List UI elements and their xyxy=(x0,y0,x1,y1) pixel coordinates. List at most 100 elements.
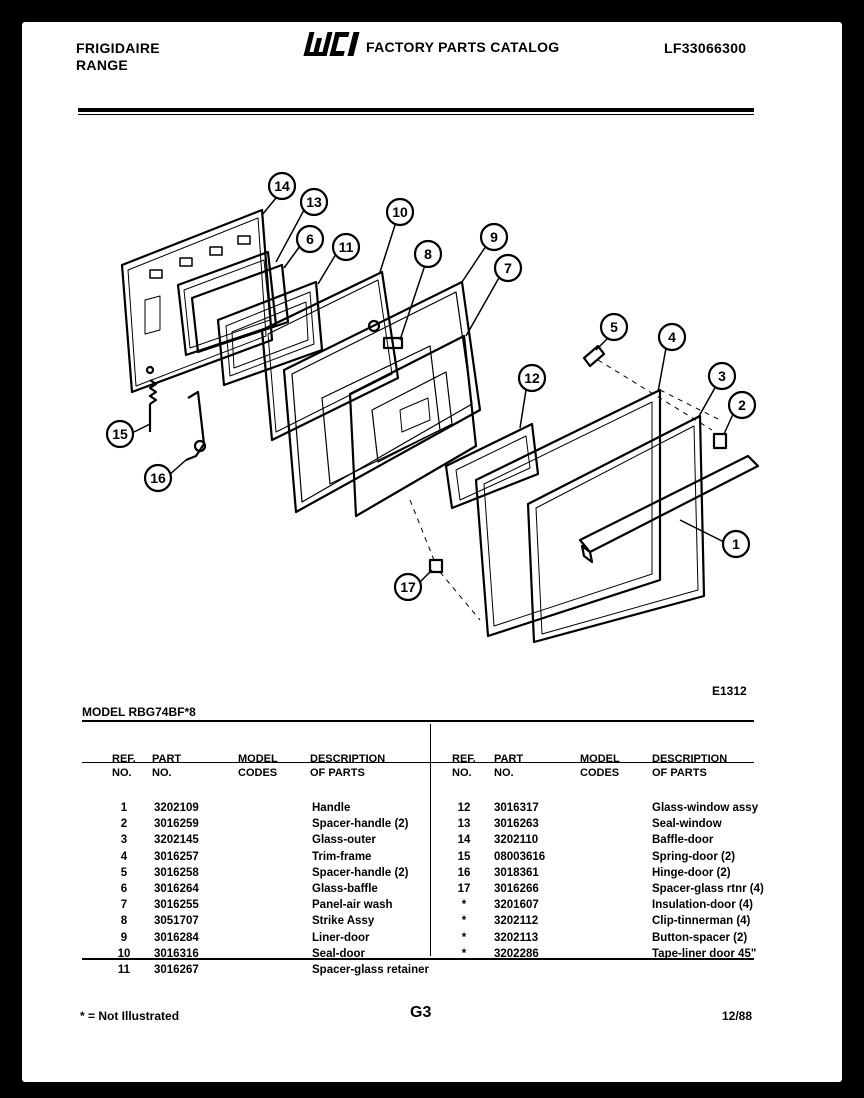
brand-name: FRIGIDAIRE xyxy=(76,40,160,56)
parts-desc-cell: Glass-baffle xyxy=(312,883,378,895)
callout-4: 4 xyxy=(657,322,687,352)
parts-ref-cell: * xyxy=(461,915,467,928)
col-header-model: MODEL CODES xyxy=(238,753,278,779)
parts-row: 16 3018361 Hinge-door (2) xyxy=(448,865,778,881)
parts-desc-cell: Spacer-glass retainer xyxy=(312,964,429,976)
parts-ref-cell: 4 xyxy=(120,850,128,863)
figure-id: E1312 xyxy=(712,684,747,698)
header-rule-thin xyxy=(78,114,754,115)
catalog-number: LF33066300 xyxy=(664,40,747,56)
parts-desc-cell: Handle xyxy=(312,802,351,814)
svg-text:11: 11 xyxy=(339,239,354,255)
header-rule xyxy=(78,108,754,112)
svg-text:7: 7 xyxy=(504,260,512,276)
parts-ref-cell: 9 xyxy=(120,931,128,944)
date-code: 12/88 xyxy=(722,1009,753,1023)
page-code: G3 xyxy=(410,1004,432,1021)
parts-desc-cell: Spacer-handle (2) xyxy=(312,818,409,831)
parts-ref-cell: 12 xyxy=(457,802,471,814)
parts-ref-cell: 17 xyxy=(457,883,471,895)
parts-part-cell: 3016263 xyxy=(494,818,539,831)
parts-part-cell: 3018361 xyxy=(494,866,539,879)
svg-text:6: 6 xyxy=(306,231,314,247)
parts-desc-cell: Panel-air wash xyxy=(312,899,393,912)
parts-part-cell: 3201607 xyxy=(494,899,539,912)
parts-part-cell: 3016284 xyxy=(154,931,199,944)
part-panel-air-wash xyxy=(348,334,478,518)
parts-part-cell: 3016267 xyxy=(154,964,199,976)
model-line: MODEL RBG74BF*8 xyxy=(82,705,196,719)
table-column-divider xyxy=(430,724,431,956)
callout-12: 12 xyxy=(517,363,547,393)
svg-text:13: 13 xyxy=(306,194,322,210)
col-header-part-right: PART NO. xyxy=(494,753,524,779)
parts-desc-cell: Baffle-door xyxy=(652,834,714,847)
parts-part-cell: 3202113 xyxy=(494,931,539,944)
parts-desc-cell: Spacer-handle (2) xyxy=(312,866,409,879)
parts-desc-cell: Glass-window assy xyxy=(652,802,759,814)
part-handle xyxy=(578,454,760,554)
parts-ref-cell: 15 xyxy=(457,850,471,863)
parts-part-cell: 3016266 xyxy=(494,883,539,895)
exploded-door-diagram: 14 13 6 11 10 8 9 7 5 4 3 2 12 1 15 16 1… xyxy=(105,171,760,644)
parts-row: * 3202113 Button-spacer (2) xyxy=(448,930,778,946)
callout-1: 1 xyxy=(721,529,751,559)
parts-desc-cell: Seal-door xyxy=(312,947,366,960)
parts-desc-cell: Strike Assy xyxy=(312,915,375,928)
parts-desc-cell: Button-spacer (2) xyxy=(652,931,748,944)
callout-6: 6 xyxy=(295,224,325,254)
parts-desc-cell: Insulation-door (4) xyxy=(652,899,753,912)
parts-desc-cell: Liner-door xyxy=(312,931,370,944)
parts-ref-cell: * xyxy=(461,931,467,944)
footnote: * = Not Illustrated xyxy=(80,1009,180,1023)
parts-part-cell: 3016259 xyxy=(154,818,199,831)
parts-ref-cell: 10 xyxy=(117,947,131,960)
callout-3: 3 xyxy=(707,361,737,391)
svg-text:10: 10 xyxy=(392,204,408,220)
svg-text:16: 16 xyxy=(150,470,166,486)
parts-desc-cell: Glass-outer xyxy=(312,834,376,847)
col-header-ref-right: REF. NO. xyxy=(452,753,476,779)
parts-part-cell: 3016257 xyxy=(154,850,199,863)
parts-row: 4 3016257 Trim-frame xyxy=(108,849,438,865)
parts-desc-cell: Seal-window xyxy=(652,818,722,831)
wci-logo xyxy=(303,32,360,56)
parts-ref-cell: 6 xyxy=(120,883,128,895)
svg-text:2: 2 xyxy=(738,397,746,413)
col-header-part: PART NO. xyxy=(152,753,182,779)
parts-ref-cell: 5 xyxy=(120,866,128,879)
parts-desc-cell: Spring-door (2) xyxy=(652,850,736,863)
parts-part-cell: 3016255 xyxy=(154,899,199,912)
part-glass-baffle xyxy=(190,263,290,354)
parts-row: 13 3016263 Seal-window xyxy=(448,816,778,832)
parts-part-cell: 3202286 xyxy=(494,947,539,960)
parts-desc-cell: Hinge-door (2) xyxy=(652,866,731,879)
parts-desc-cell: Trim-frame xyxy=(312,850,372,863)
part-spacer-handle-5 xyxy=(582,344,606,368)
parts-part-cell: 3016316 xyxy=(154,947,199,960)
catalog-sheet xyxy=(22,22,842,1082)
svg-text:8: 8 xyxy=(424,246,432,262)
parts-ref-cell: 13 xyxy=(457,818,471,831)
part-glass-outer xyxy=(526,414,706,644)
parts-part-cell: 3202112 xyxy=(494,915,539,928)
part-glass-window-assy xyxy=(444,422,540,510)
callout-10: 10 xyxy=(385,197,415,227)
parts-ref-cell: 11 xyxy=(117,964,131,976)
callout-9: 9 xyxy=(479,222,509,252)
parts-part-cell: 3202110 xyxy=(494,834,539,847)
parts-ref-cell: 16 xyxy=(457,866,471,879)
part-spring-door xyxy=(148,379,158,432)
svg-text:12: 12 xyxy=(524,370,540,386)
